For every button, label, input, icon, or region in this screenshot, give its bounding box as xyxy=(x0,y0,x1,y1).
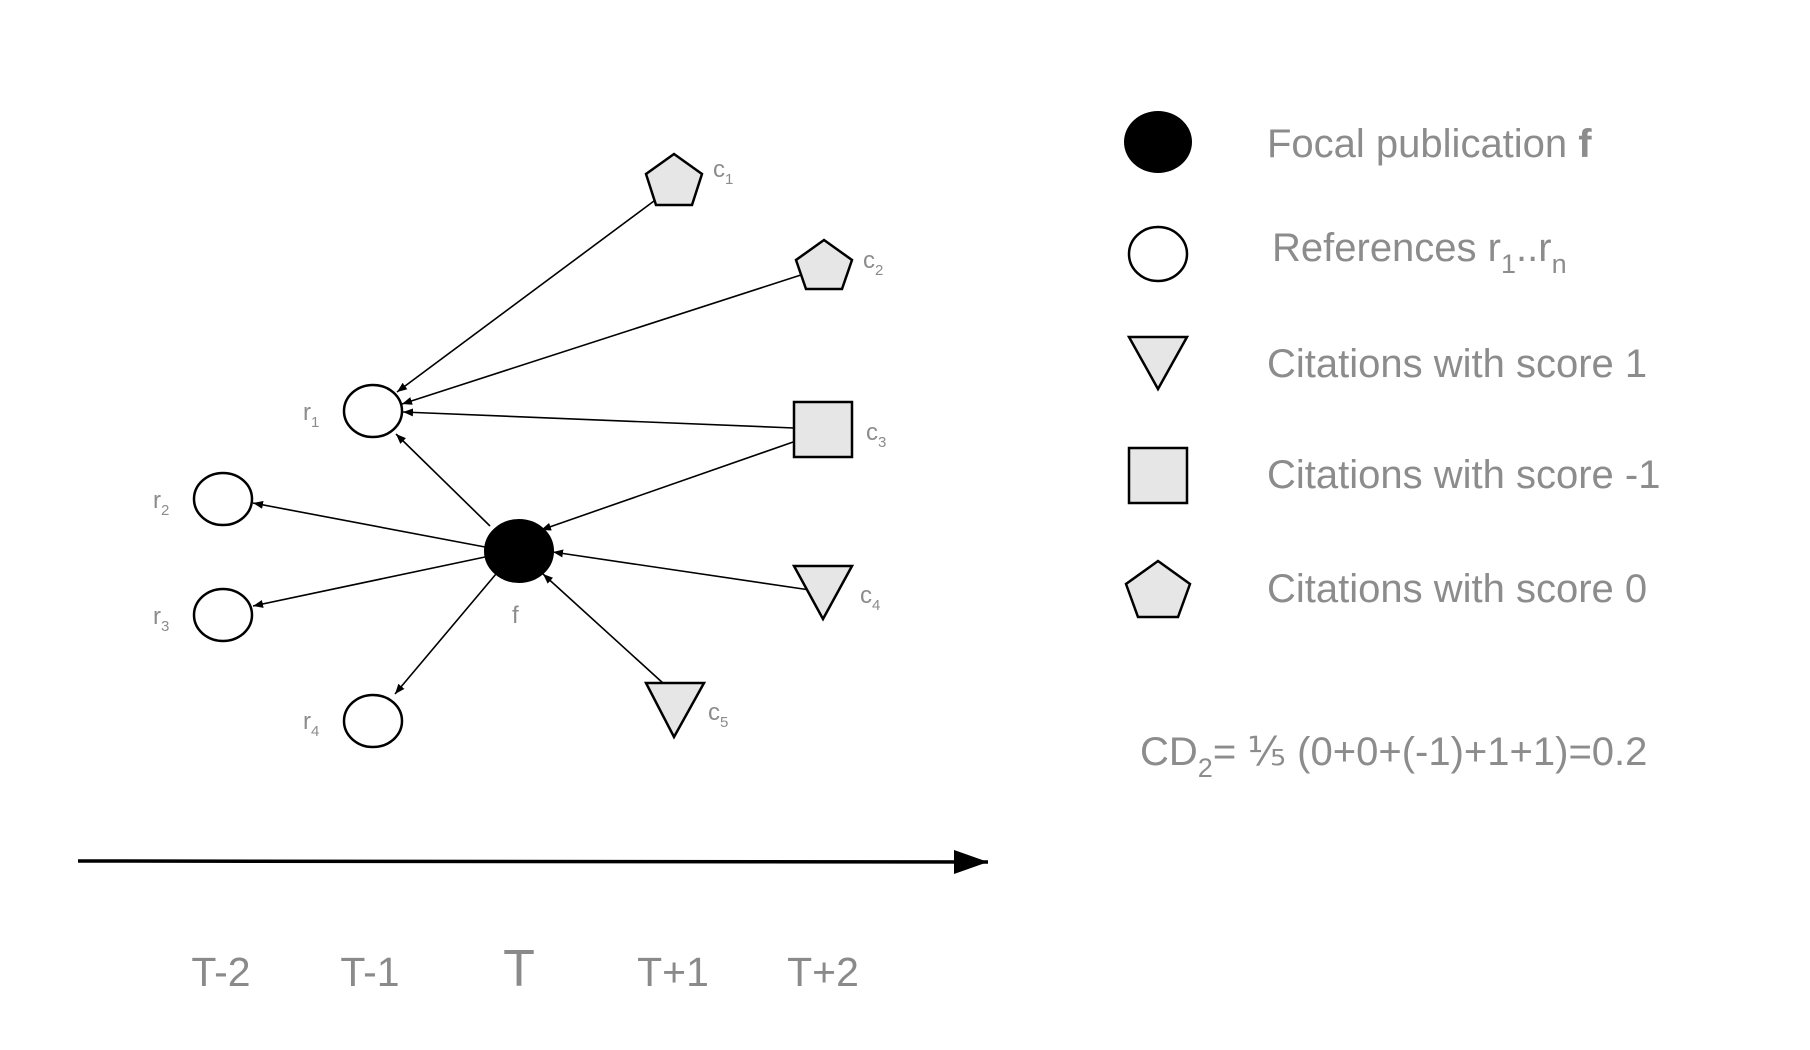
label-c3: c3 xyxy=(866,419,886,451)
citation-edges xyxy=(252,200,811,695)
legend-score-0-symbol xyxy=(1124,559,1192,619)
edge-c4-to-f xyxy=(552,549,811,591)
edge-c1-to-r1 xyxy=(396,200,655,393)
legend-score-0-text: Citations with score 0 xyxy=(1267,567,1647,611)
timeline-labels: T-2 T-1 T T+1 T+2 xyxy=(191,940,859,998)
legend-score-neg1-text: Citations with score -1 xyxy=(1267,453,1660,497)
label-c1: c1 xyxy=(713,156,733,188)
timeline-label-t-minus-2: T-2 xyxy=(191,949,250,995)
legend-score-1-text: Citations with score 1 xyxy=(1267,342,1647,386)
cd-formula: CD2= ⅕ (0+0+(-1)+1+1)=0.2 xyxy=(1140,730,1647,783)
reference-node-r2 xyxy=(192,471,254,527)
label-r3: r3 xyxy=(153,603,169,635)
legend-reference-text: References r1..rn xyxy=(1272,226,1567,279)
legend-score-1-symbol xyxy=(1126,335,1190,392)
node-labels: f r1 r2 r3 r4 c1 c2 c3 c4 c5 xyxy=(153,156,886,740)
reference-node-r1 xyxy=(342,383,404,439)
edge-f-to-r4 xyxy=(394,573,497,695)
label-r1: r1 xyxy=(303,399,319,431)
citation-node-c2 xyxy=(794,238,854,291)
reference-node-r3 xyxy=(192,587,254,643)
timeline-label-t-minus-1: T-1 xyxy=(340,949,399,995)
edge-c3-to-f xyxy=(540,440,797,531)
legend-focal-text: Focal publication f xyxy=(1267,122,1592,166)
edge-f-to-r3 xyxy=(252,556,486,608)
edge-f-to-r1 xyxy=(395,433,491,527)
legend: Focal publication f References r1..rn Ci… xyxy=(1124,111,1660,619)
citation-node-c1 xyxy=(644,152,704,207)
label-r4: r4 xyxy=(303,708,319,740)
label-c5: c5 xyxy=(708,699,728,731)
citation-node-c3 xyxy=(792,400,854,459)
network-nodes xyxy=(192,152,855,749)
timeline-label-t: T xyxy=(503,940,535,998)
label-r2: r2 xyxy=(153,487,169,519)
timeline-arrow xyxy=(77,849,989,874)
label-f: f xyxy=(512,602,519,629)
legend-reference-symbol xyxy=(1127,225,1189,283)
label-c4: c4 xyxy=(860,582,880,614)
legend-focal-symbol xyxy=(1124,111,1192,173)
legend-score-neg1-symbol xyxy=(1127,446,1189,505)
edge-c3-to-r1 xyxy=(402,408,795,429)
citation-node-c4 xyxy=(791,564,855,622)
edge-f-to-r2 xyxy=(252,500,486,548)
timeline-label-t-plus-1: T+1 xyxy=(637,949,709,995)
timeline-label-t-plus-2: T+2 xyxy=(787,949,859,995)
edge-c5-to-f xyxy=(542,573,665,685)
citation-node-c5 xyxy=(643,681,707,740)
edge-c2-to-r1 xyxy=(401,273,805,405)
label-c2: c2 xyxy=(863,247,883,279)
reference-node-r4 xyxy=(342,693,404,749)
focal-publication-node xyxy=(484,519,554,583)
